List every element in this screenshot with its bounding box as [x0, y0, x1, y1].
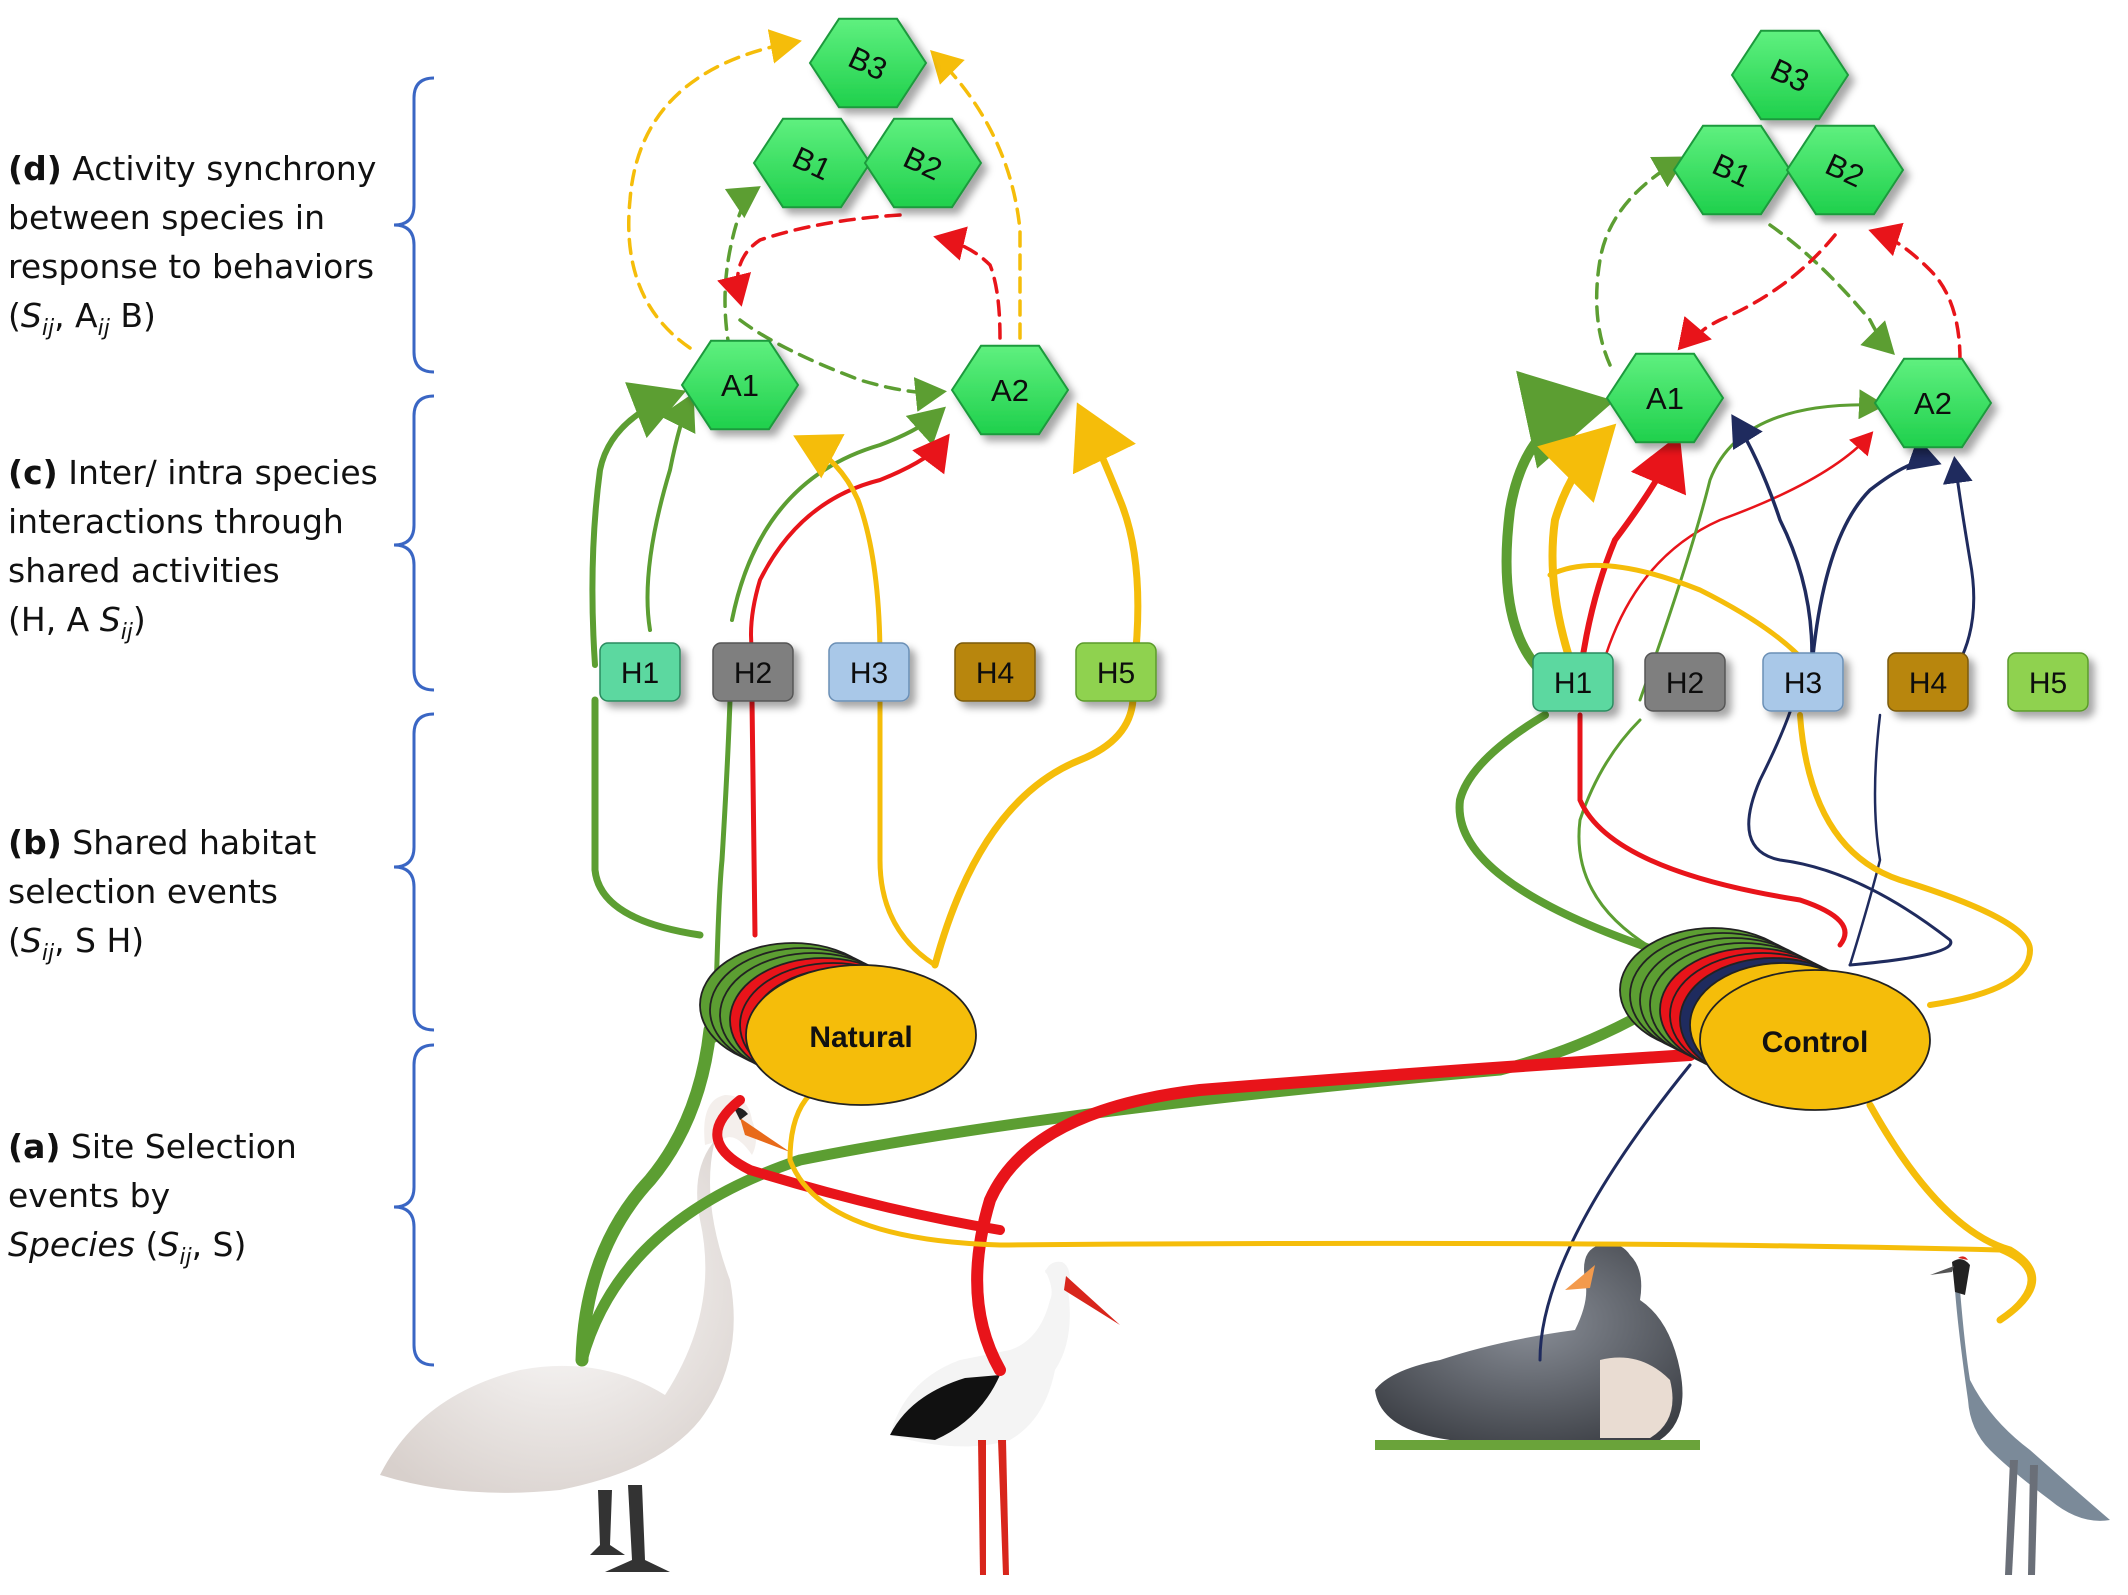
habitat-boxes-natural: H1 H2 H3 H4 H5 [599, 642, 1157, 702]
control-site: Control [1619, 927, 1931, 1111]
level-d-label: (d) Activity synchrony between species i… [8, 149, 387, 341]
brace-d [393, 76, 435, 374]
habitat-box-h3-natural: H3 [828, 642, 910, 702]
habitat-box-h3-control: H3 [1762, 652, 1844, 712]
habitat-curves-natural [591, 696, 1137, 1043]
hex-b1-control: B1 [1672, 124, 1792, 216]
crane-image [1930, 1256, 2110, 1575]
level-c-label: (c) Inter/ intra species interactions th… [8, 453, 388, 645]
hex-b3-natural: B3 [808, 17, 928, 109]
interaction-curves-control [1501, 370, 1976, 702]
habitat-label: H2 [734, 657, 772, 690]
habitat-box-h5-natural: H5 [1075, 642, 1157, 702]
hex-a1-control: A1 [1605, 352, 1725, 444]
habitat-label: H2 [1666, 667, 1704, 700]
habitat-box-h4-natural: H4 [954, 642, 1036, 702]
hex-b2-natural: B2 [863, 117, 983, 209]
habitat-box-h2-control: H2 [1644, 652, 1726, 712]
habitat-box-h1-control: H1 [1532, 652, 1614, 712]
habitat-label: H3 [1784, 667, 1822, 700]
hex-a2-natural: A2 [950, 344, 1070, 436]
brace-a [393, 1043, 435, 1367]
hex-label: A2 [991, 373, 1029, 408]
habitat-box-h5-control: H5 [2007, 652, 2089, 712]
hex-label: A1 [1646, 381, 1684, 416]
natural-site: Natural [699, 942, 977, 1106]
natural-site-label: Natural [809, 1021, 912, 1054]
brace-c [393, 394, 435, 692]
habitat-box-h1-natural: H1 [599, 642, 681, 702]
habitat-box-h2-natural: H2 [712, 642, 794, 702]
interaction-curves-natural [589, 382, 1142, 668]
goose-image [1375, 1243, 1700, 1450]
hex-b3-control: B3 [1730, 29, 1850, 121]
control-site-label: Control [1762, 1026, 1869, 1059]
hex-label: A1 [721, 368, 759, 403]
habitat-label: H4 [1909, 667, 1947, 700]
habitat-curves-control [1455, 710, 2034, 1008]
habitat-boxes-control: H1 H2 H3 H4 H5 [1532, 652, 2089, 712]
habitat-label: H4 [976, 657, 1014, 690]
behavior-arrows [627, 29, 1962, 412]
habitat-label: H3 [850, 657, 888, 690]
level-braces [393, 76, 435, 1367]
level-b-label: (b) Shared habitat selection events (Sij… [8, 823, 327, 966]
site-selection-curves [575, 1004, 2037, 1376]
hex-a1-natural: A1 [680, 339, 800, 431]
stork-image [890, 1261, 1120, 1575]
habitat-label: H5 [2029, 667, 2067, 700]
hex-b2-control: B2 [1785, 124, 1905, 216]
hex-a2-control: A2 [1873, 357, 1993, 449]
hex-label: A2 [1914, 386, 1952, 421]
brace-b [393, 712, 435, 1032]
hex-b1-natural: B1 [752, 117, 872, 209]
habitat-box-h4-control: H4 [1887, 652, 1969, 712]
habitat-label: H1 [621, 657, 659, 690]
habitat-label: H5 [1097, 657, 1135, 690]
level-a-label: (a) Site Selection events by Species (Si… [8, 1127, 307, 1270]
habitat-label: H1 [1554, 667, 1592, 700]
